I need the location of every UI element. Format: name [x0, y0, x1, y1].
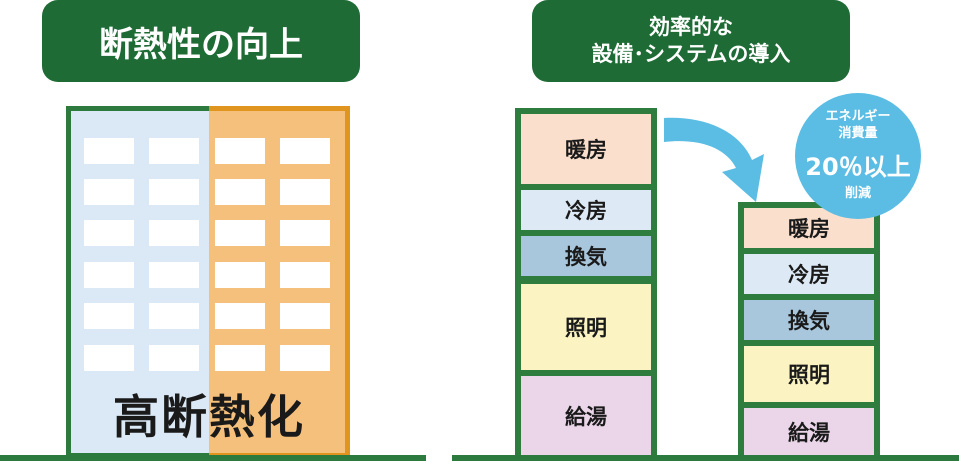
building-window: [280, 220, 330, 246]
equipment-title-line2: 設備･システムの導入: [591, 42, 791, 66]
building-window: [280, 262, 330, 288]
after-cooling: 冷房: [744, 254, 874, 294]
equipment-title-line1: 効率的な: [649, 14, 733, 39]
building-window: [84, 220, 134, 246]
badge-line4: 削減: [844, 185, 871, 201]
after-hot-water: 給湯: [744, 408, 874, 456]
building-window: [215, 345, 265, 371]
insulation-title: 断熱性の向上: [42, 0, 360, 82]
high-insulation-label: 高断熱化: [113, 390, 305, 444]
building-window: [84, 345, 134, 371]
ground-line-right: [452, 455, 959, 461]
reduction-badge: エネルギー 消費量 20％以上 削減: [795, 93, 921, 219]
building-window: [84, 179, 134, 205]
building-window: [84, 138, 134, 164]
ground-line-left: [0, 455, 426, 461]
equipment-title: 効率的な 設備･システムの導入: [532, 0, 850, 82]
badge-line3: 20％以上: [805, 152, 911, 181]
building-window: [149, 262, 199, 288]
building-window: [280, 179, 330, 205]
building-window: [149, 179, 199, 205]
before-ventilation: 換気: [521, 236, 651, 276]
building-window: [215, 262, 265, 288]
building-window: [215, 303, 265, 329]
reduction-arrow-icon: [664, 117, 764, 202]
building-window: [84, 303, 134, 329]
before-cooling: 冷房: [521, 190, 651, 230]
badge-line1: エネルギー: [825, 109, 891, 125]
after-lighting: 照明: [744, 346, 874, 402]
before-heating: 暖房: [521, 114, 651, 184]
building-window: [280, 138, 330, 164]
building-window: [84, 262, 134, 288]
building-window: [149, 138, 199, 164]
building-window: [215, 138, 265, 164]
building-window: [215, 220, 265, 246]
building-window: [149, 345, 199, 371]
building-window: [280, 345, 330, 371]
badge-line2: 消費量: [838, 126, 878, 142]
before-lighting: 照明: [521, 284, 651, 370]
building-window: [280, 303, 330, 329]
building-window: [215, 179, 265, 205]
before-hot-water: 給湯: [521, 376, 651, 456]
after-ventilation: 換気: [744, 300, 874, 340]
building-window: [149, 303, 199, 329]
building-window: [149, 220, 199, 246]
